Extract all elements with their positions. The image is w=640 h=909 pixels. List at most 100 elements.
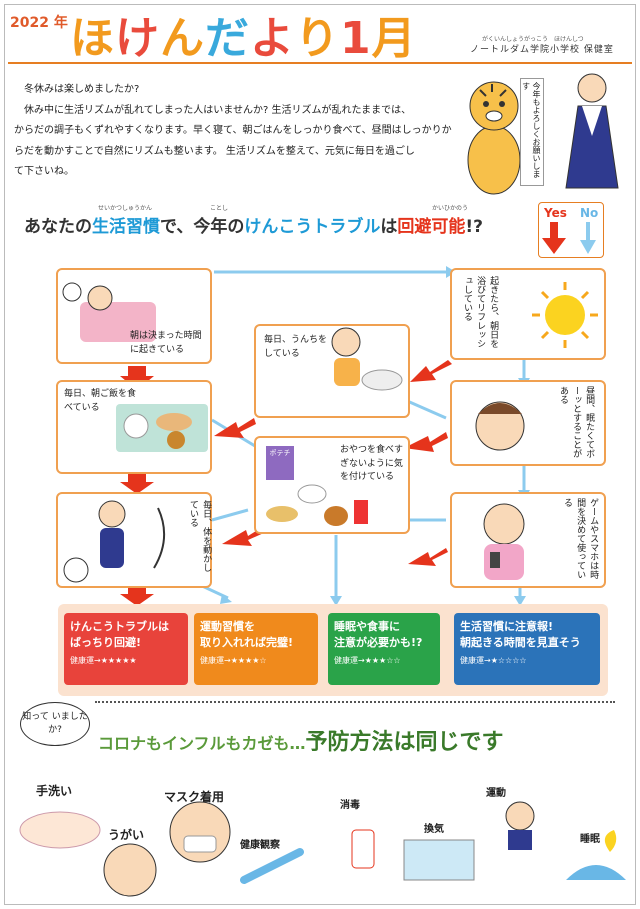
exercise-person-icon	[505, 801, 535, 831]
breakfast-illustration	[116, 404, 208, 452]
flow-text-exercise: 毎日、体を動かしている	[188, 500, 212, 572]
sleeping-person-icon	[566, 865, 626, 880]
phone-child-illustration	[483, 503, 525, 580]
ruby: せいかつしゅうかん	[98, 205, 153, 212]
legend-yes: Yes	[544, 206, 567, 220]
flow-text-morning-sun: 起きたら、朝日を浴びてリフレッシュしている	[462, 276, 499, 348]
title-char: 月	[371, 13, 417, 64]
care-ventilate-label: 換気	[424, 824, 444, 835]
q-text: で、今年の	[160, 217, 245, 237]
title-char: よ	[250, 13, 295, 64]
result-card-4: 生活習慣に注意報! 朝起きる時間を見直そう 健康運→★☆☆☆☆	[454, 613, 600, 685]
result-title: けんこうトラブルは	[70, 620, 169, 633]
care-mask-label: マスク着用	[164, 790, 225, 804]
result-title: 運動習慣を	[200, 620, 255, 633]
prevention-title-a: コロナもインフルもカゼも…	[98, 734, 306, 753]
moon-icon	[604, 830, 617, 852]
result-luck: 健康運→★★★★★	[70, 655, 137, 665]
flow-text-snacks: おやつを食べすぎないように気を付けている	[340, 445, 404, 482]
alarm-clock-icon	[62, 282, 82, 302]
result-luck: 健康運→★★★★☆	[200, 655, 267, 665]
care-health-check-label: 健康観察	[240, 840, 280, 851]
result-title: 取り入れれば完璧!	[200, 635, 294, 649]
intro-text: 冬休みは楽しめましたか? 休み中に生活リズムが乱れてしまった人はいませんか? 生…	[14, 80, 454, 183]
intro-line: らだを動かすことで自然にリズムも整います。 生活リズムを整えて、元気に毎日を過ご…	[14, 145, 415, 157]
newsletter-title: ほけんだより1月	[70, 2, 417, 66]
window-icon	[403, 839, 475, 881]
legend-arrows	[542, 222, 596, 254]
sleepy-child-illustration	[475, 401, 525, 451]
result-title: ばっちり回避!	[70, 635, 142, 649]
flow-text-games: ゲームやスマホは時間を決めて使っている	[562, 498, 599, 579]
yes-no-legend	[538, 202, 604, 258]
mask-face-icon	[169, 801, 231, 863]
flow-box-games	[450, 492, 606, 588]
care-handwash-label: 手洗い	[36, 784, 73, 798]
q-text: 回避可能	[397, 217, 466, 237]
prevention-title: コロナもインフルもカゼも…予防方法は同じです	[98, 724, 504, 756]
result-card-2: 運動習慣を 取り入れれば完璧! 健康運→★★★★☆	[194, 613, 318, 685]
intro-line: 休み中に生活リズムが乱れてしまった人はいませんか? 生活リズムが乱れたままでは、	[24, 104, 412, 116]
flow-text-wake-up: 朝は決まった時間に起きている	[130, 331, 202, 355]
did-you-know-bubble: 知って いましたか?	[20, 702, 90, 746]
title-char: け	[115, 13, 160, 64]
result-title: 睡眠や食事に	[334, 620, 400, 633]
sun-illustration	[532, 282, 598, 348]
school-ruby: がくいんしょうがっこう ほけんしつ	[482, 36, 584, 43]
new-year-banner: 今年もよろしくお願いします	[520, 78, 544, 186]
sanitizer-bottle-icon	[351, 829, 375, 869]
legend-no: No	[580, 206, 599, 220]
result-title: 注意が必要かも!?	[334, 635, 423, 649]
year-label: 2022 年	[10, 15, 68, 31]
title-char: ほ	[70, 13, 115, 64]
tiger-illustration	[467, 73, 619, 195]
care-exercise-label: 運動	[486, 788, 506, 799]
result-title: 朝起きる時間を見直そう	[460, 635, 581, 649]
section-divider	[95, 701, 615, 703]
question-heading: あなたの生活習慣で、今年のけんこうトラブルは回避可能!?	[24, 212, 483, 237]
gargle-face-icon	[103, 843, 157, 897]
intro-line: 冬休みは楽しめましたか?	[24, 84, 140, 95]
intro-line: て下さいね。	[14, 166, 74, 177]
school-name: ノートルダム学院小学校 保健室	[470, 45, 614, 55]
snack-foods-illustration	[266, 484, 368, 526]
header-divider	[8, 62, 632, 64]
q-text: 生活習慣	[92, 217, 160, 237]
jump-rope-icon	[153, 507, 166, 569]
care-gargle-label: うがい	[108, 828, 145, 842]
title-char: だ	[205, 13, 250, 64]
red-arrow-icon	[542, 222, 566, 254]
care-disinfect-label: 消毒	[340, 800, 360, 811]
result-luck: 健康運→★★★☆☆	[334, 655, 401, 665]
page-frame	[4, 4, 636, 905]
result-card-3: 睡眠や食事に 注意が必要かも!? 健康運→★★★☆☆	[328, 613, 440, 685]
q-text: !?	[465, 217, 483, 237]
q-text: あなたの	[24, 217, 92, 237]
ruby: ことし	[210, 205, 229, 212]
flow-text-sleepy: 昼間、眠たくてボーッとすることがある	[558, 386, 595, 458]
exercise-child-illustration	[63, 500, 166, 583]
title-char: ん	[160, 13, 205, 64]
flow-text-breakfast: 毎日、朝ご飯を食べている	[64, 389, 137, 413]
result-card-1: けんこうトラブルは ばっちり回避! 健康運→★★★★★	[64, 613, 188, 685]
intro-line: からだの調子もくずれやすくなります。早く寝て、朝ごはんをしっかり食べて、昼間はし…	[14, 125, 452, 136]
flow-text-poop: 毎日、うんちをしている	[264, 335, 328, 359]
blue-arrow-icon	[580, 222, 596, 254]
q-text: けんこうトラブル	[244, 217, 381, 237]
hands-icon	[19, 811, 101, 849]
soccer-ball-icon	[63, 557, 89, 583]
sleeping-child-illustration	[62, 282, 156, 342]
care-sleep-label: 睡眠	[580, 834, 600, 845]
title-char: 1	[340, 13, 372, 64]
toilet-child-illustration	[331, 327, 403, 391]
thermometer-icon	[240, 848, 304, 884]
result-luck: 健康運→★☆☆☆☆	[460, 655, 527, 665]
result-title: 生活習慣に注意報!	[460, 620, 554, 633]
ruby: かいひかのう	[432, 205, 469, 212]
q-text: は	[380, 217, 398, 237]
prevention-title-b: 予防方法は同じです	[305, 730, 504, 755]
title-char: り	[295, 13, 340, 64]
chips-bag: ポテチ	[266, 446, 294, 480]
